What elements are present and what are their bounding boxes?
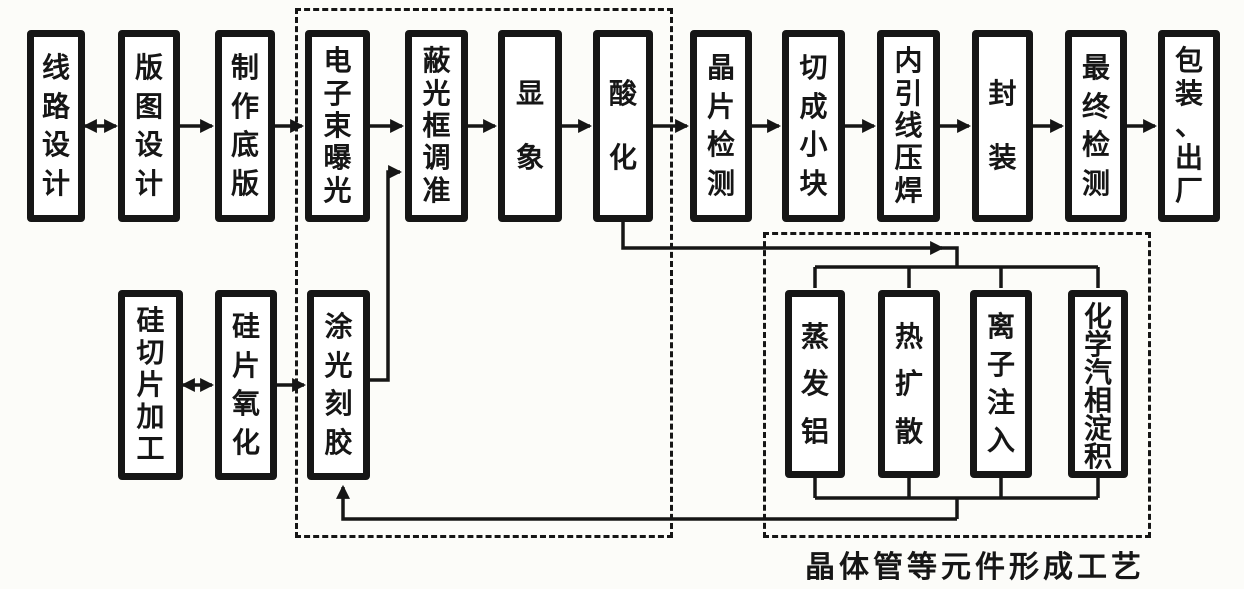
process-box-inner-lead-bonding: 内引线压焊 [877,30,940,222]
process-box-developing: 显象 [498,30,562,222]
process-box-chemical-vapor-deposition: 化学汽相淀积 [1068,290,1128,478]
lithography-dashed-group [295,8,673,538]
formation-group-caption: 晶体管等元件形成工艺 [805,550,1145,585]
process-box-master-plate-making: 制作底版 [215,30,275,222]
process-box-final-inspection: 最终检测 [1065,30,1127,222]
process-box-acid-etching: 酸化 [593,30,653,222]
process-box-silicon-slicing: 硅切片加工 [118,290,183,480]
process-box-thermal-diffusion: 热扩散 [878,290,940,478]
formation-to-photoresist-feedback-arrow [336,484,957,521]
process-box-aluminum-evaporation: 蒸发铝 [785,290,845,478]
etch-to-formation-arrow [621,222,945,255]
process-box-circuit-design: 线路设计 [27,30,85,222]
process-box-ebeam-exposure: 电子束曝光 [305,30,370,222]
process-box-photoresist-coating: 涂光刻胶 [307,290,370,480]
process-box-packing-shipping: 包装、出厂 [1158,30,1220,222]
process-box-wafer-inspection: 晶片检测 [690,30,752,222]
process-box-encapsulation: 封装 [972,30,1033,222]
process-box-wafer-oxidation: 硅片氧化 [215,290,277,480]
process-box-ion-implantation: 离子注入 [970,290,1032,478]
photoresist-to-alignment-arrow [370,165,403,382]
process-box-mask-frame-alignment: 蔽光框调准 [405,30,468,222]
process-box-layout-design: 版图设计 [118,30,180,222]
component-formation-dashed-group [763,232,1151,538]
process-box-dicing: 切成小块 [782,30,845,222]
